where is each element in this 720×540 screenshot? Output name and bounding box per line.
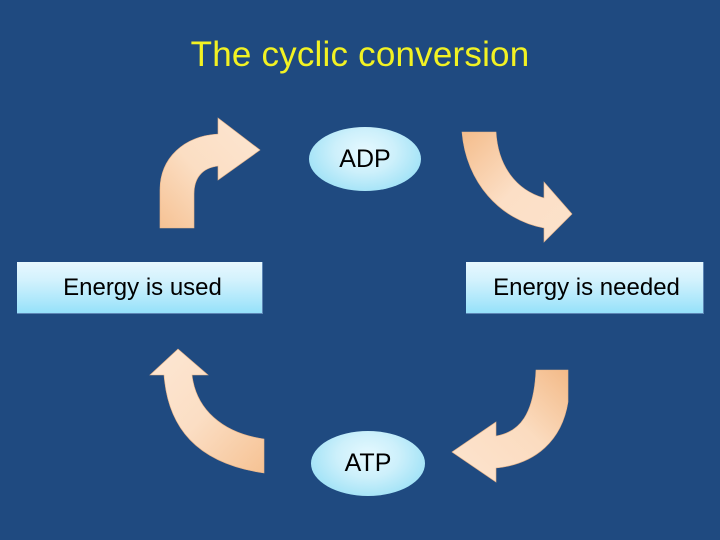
curved-arrow-down-icon	[461, 131, 573, 243]
curved-arrow-left-icon	[451, 369, 569, 483]
node-adp-label: ADP	[339, 144, 391, 173]
label-box-energy-used[interactable]: Energy is used	[17, 262, 263, 314]
node-atp-label: ATP	[344, 449, 392, 477]
page-title: The cyclic conversion	[190, 35, 530, 74]
curved-arrow-up-right-icon	[159, 117, 261, 229]
label-energy-needed-text: Energy is needed	[493, 273, 680, 301]
node-atp[interactable]: ATP	[311, 431, 425, 496]
curved-arrow-up-icon	[149, 348, 265, 474]
label-energy-used-text: Energy is used	[63, 273, 222, 301]
node-adp[interactable]: ADP	[309, 127, 421, 191]
label-box-energy-needed[interactable]: Energy is needed	[466, 262, 704, 314]
